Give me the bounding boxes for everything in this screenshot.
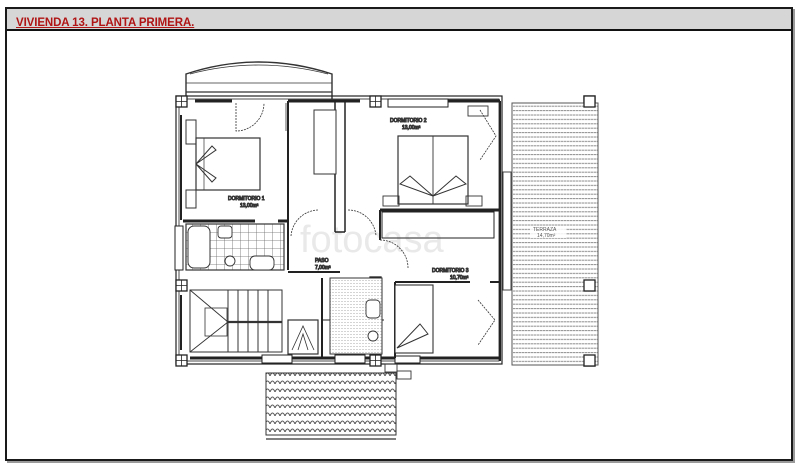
bathroom-2 xyxy=(287,277,383,355)
room-label-paso: PASO xyxy=(315,258,329,264)
room-label-dormitorio-1: DORMITORIO 1 xyxy=(228,196,265,202)
watermark-text: fotocasa xyxy=(300,219,445,261)
balcony-top xyxy=(185,61,333,99)
bedroom-2: DORMITORIO 2 13,00m² xyxy=(382,105,497,207)
hallway: PASO 7,00m² xyxy=(290,209,409,272)
room-label-dormitorio-3: DORMITORIO 3 xyxy=(432,268,469,274)
staircase xyxy=(189,289,283,353)
floorplan-panel: VIVIENDA 13. PLANTA PRIMERA. xyxy=(5,7,793,461)
room-area-terraza: 14,70m² xyxy=(537,233,556,239)
room-area-paso: 7,00m² xyxy=(315,265,331,271)
bedroom-1: DORMITORIO 1 13,00m² xyxy=(185,102,337,210)
watermark: fotocasa xyxy=(300,219,445,261)
room-label-terraza: TERRAZA xyxy=(533,227,557,233)
panel-header: VIVIENDA 13. PLANTA PRIMERA. xyxy=(7,9,791,31)
balcony-bottom xyxy=(265,363,412,440)
room-area-dormitorio-3: 10,70m² xyxy=(450,275,469,281)
exterior-walls xyxy=(174,95,503,365)
terrace: TERRAZA 14,70m² xyxy=(502,95,599,367)
bedroom-3: DORMITORIO 3 10,70m² xyxy=(394,268,496,354)
room-area-dormitorio-1: 13,00m² xyxy=(240,203,259,209)
room-area-dormitorio-2: 13,00m² xyxy=(402,125,421,131)
bathroom-1 xyxy=(185,223,285,271)
panel-title: VIVIENDA 13. PLANTA PRIMERA. xyxy=(16,17,195,29)
room-label-dormitorio-2: DORMITORIO 2 xyxy=(390,118,427,124)
